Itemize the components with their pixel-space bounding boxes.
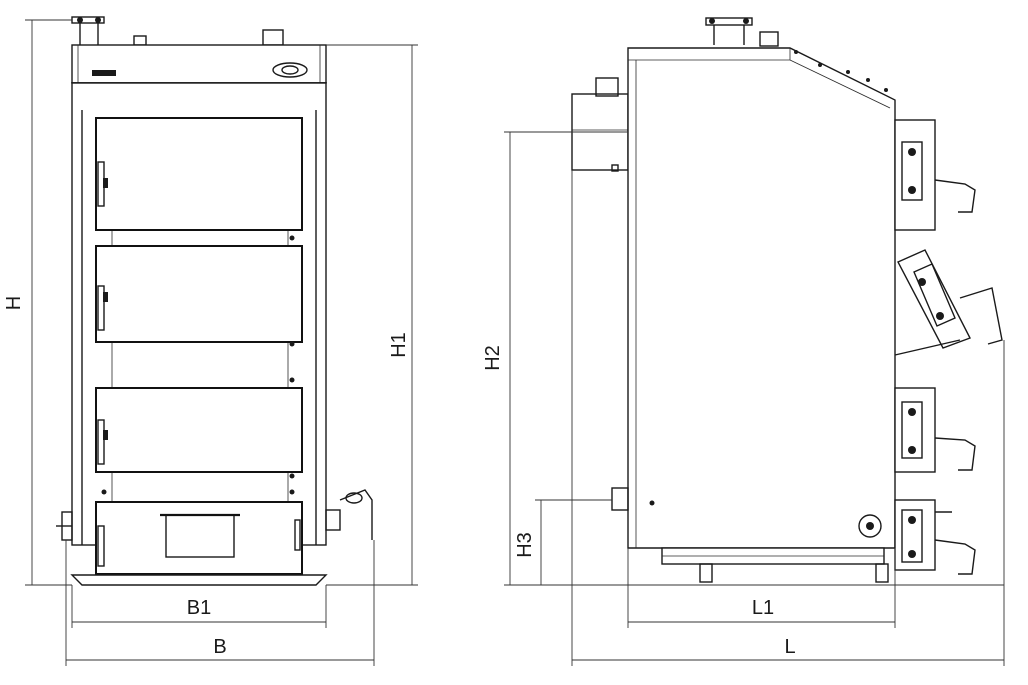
dim-label-L: L: [784, 636, 795, 658]
front-top-nozzle-left: [133, 35, 147, 46]
side-body: [627, 47, 896, 549]
front-top-panel: [71, 44, 327, 84]
side-door-hardware-4: [894, 499, 976, 575]
front-top-flange: [71, 16, 105, 45]
dim-label-L1: L1: [752, 597, 774, 619]
front-right-pipe: [325, 489, 373, 540]
side-door-hardware-3: [894, 387, 976, 473]
side-drain-valve: [858, 514, 882, 538]
dim-label-H2: H2: [482, 345, 504, 371]
front-dimensions: H H1 B1 B: [3, 19, 418, 666]
front-door-3: [95, 387, 303, 473]
side-view: [571, 17, 1003, 583]
side-base: [661, 547, 889, 583]
front-door-1: [95, 117, 303, 231]
side-rear-flue: [571, 77, 629, 172]
side-top-flange: [705, 17, 779, 47]
dim-label-B1: B1: [187, 597, 211, 619]
front-base: [70, 574, 328, 586]
dim-label-H3: H3: [514, 532, 536, 558]
side-dimensions: H2 H3 L1 L: [482, 131, 1005, 666]
dim-label-B: B: [213, 636, 226, 658]
side-door-hardware-2: [894, 249, 1003, 356]
front-top-nozzle-right: [262, 29, 284, 46]
front-door-2: [95, 245, 303, 343]
front-view: [56, 16, 373, 586]
side-door-hardware-1: [894, 119, 976, 231]
dim-label-H: H: [3, 296, 25, 310]
front-left-pipe: [56, 511, 73, 541]
dim-label-H1: H1: [388, 332, 410, 358]
front-ash-door: [95, 501, 303, 575]
side-rear-connection: [611, 487, 629, 511]
